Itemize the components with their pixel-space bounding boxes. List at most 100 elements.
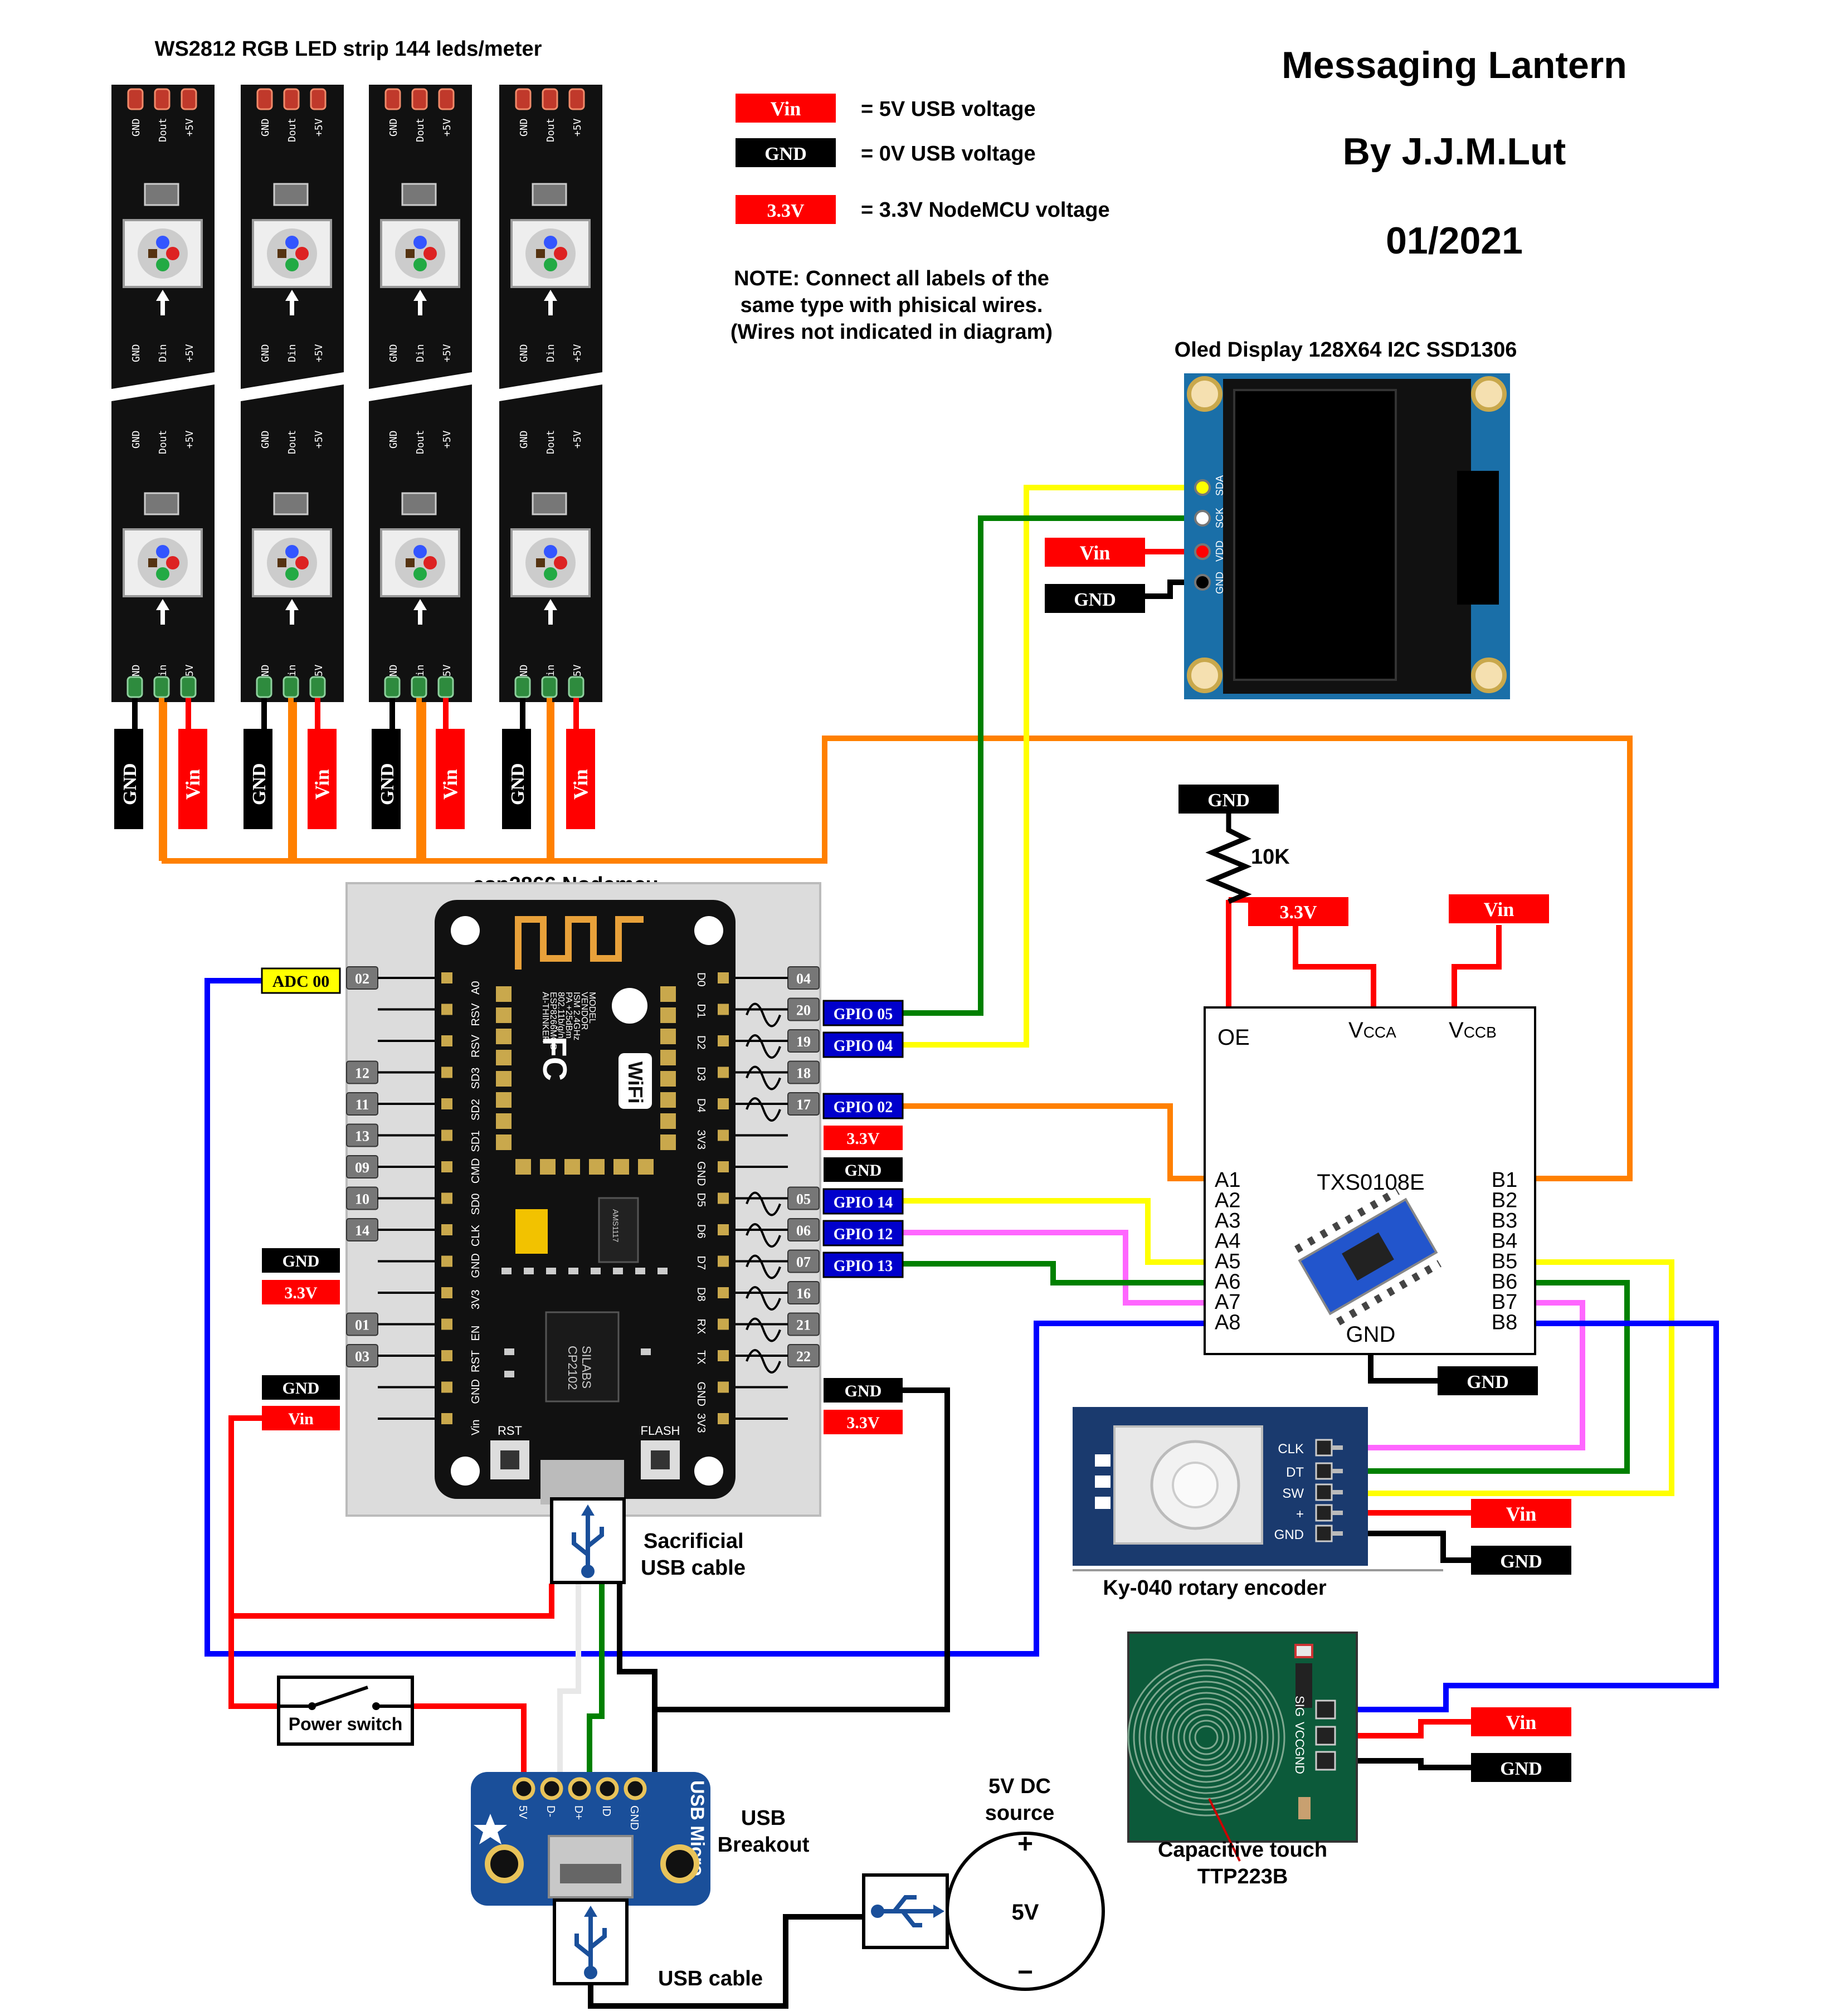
strip-led-lens [395,228,445,279]
power-caption-2: source [985,1801,1055,1825]
module-pad [660,1071,676,1087]
touch-ring [1177,1708,1235,1766]
board-label-left: RSV [470,1003,482,1026]
strip-led-die [536,558,545,567]
pin-squiggle [746,1065,781,1090]
oled-hole-tr [1471,376,1507,412]
board-label-right: D4 [695,1098,707,1113]
header-pin-right [718,1161,729,1172]
board-label-left: SD3 [470,1068,482,1089]
touch-pin-label: SIG [1293,1696,1307,1717]
board-label-right: D5 [695,1193,707,1207]
legend-vin-desc: = 5V USB voltage [861,98,1036,121]
header-pin-right [718,1035,729,1046]
strip-label-gnd: GND [518,430,530,449]
shifter-gnd-bottom-tag [1438,1366,1538,1395]
header-pin-right [718,1381,729,1393]
header-pin-left [441,1287,452,1298]
strip-led-green [544,567,557,581]
encoder-vin-text: Vin [1506,1503,1537,1525]
wire-shifter-gnd [1368,1351,1438,1384]
encoder-lug-1 [1095,1454,1111,1467]
touch-ring [1155,1686,1258,1789]
wire-b8-touch [1326,1321,1719,1712]
header-pin-left [441,1067,452,1078]
strip-label-gnd: GND [518,118,530,137]
shifter-33-text: 3.3V [1279,902,1317,923]
shifter-board-chip [1342,1232,1394,1281]
touch-ring [1172,1703,1241,1772]
pin-squiggle [746,1349,781,1374]
module-pad [660,1050,676,1065]
led-strip-caption: WS2812 RGB LED strip 144 leds/meter [155,37,542,61]
wire-usb-red [231,1584,554,1619]
strip-capacitor [144,183,179,206]
module-text-line: ISM 2.4GHz [572,992,581,1040]
power-source [946,1832,1105,1991]
note-line-1: NOTE: Connect all labels of the [734,267,1049,290]
shifter-board-image [1294,1187,1441,1326]
oled-pin-gnd-label: GND [1214,572,1225,594]
header-pin-right [718,1318,729,1330]
strip-top-pad [310,88,327,110]
board-label-right: 3V3 [695,1413,707,1433]
strip-vin-tag [436,729,465,829]
breakout-label-2: Breakout [718,1833,810,1857]
strip-label-5v: +5V [184,118,196,137]
wire-vccb [1452,925,1502,1007]
smd-component [641,1348,651,1355]
board-label-left: Vin [470,1419,482,1435]
encoder-vin-tag [1471,1499,1571,1528]
encoder-pin [1315,1525,1333,1542]
pin-squiggle [746,1223,781,1248]
gpio12-tag-text: GPIO 12 [834,1226,893,1243]
right-33-tag-2-text: 3.3V [846,1414,880,1432]
touch-pin [1315,1700,1336,1720]
encoder-pin-label: SW [1282,1486,1304,1501]
left-pin-number: 13 [355,1128,369,1145]
smd-component [504,1371,514,1377]
legend-gnd-tag: GND [764,144,807,164]
left-pin-number: 09 [355,1160,369,1176]
pin-squiggle [746,1286,781,1311]
breakout-label-1: USB [741,1806,786,1830]
right-33-tag-1-text: 3.3V [846,1129,880,1148]
strip-led-lens [267,228,317,279]
gpio13-tag-text: GPIO 13 [834,1258,893,1275]
strip-led-lens [525,538,576,588]
module-pad [496,1134,512,1150]
right-pin-number: 04 [796,971,811,987]
pin-squiggle [746,1191,781,1216]
wifi-logo-box [618,1053,652,1109]
encoder-caption: Ky-040 rotary encoder [1103,1576,1326,1600]
right-33-tag-1 [824,1126,903,1150]
oled-pin-vdd [1194,543,1211,560]
espressif-logo [612,988,647,1024]
module-pad [589,1159,605,1175]
module-pad [660,1134,676,1150]
strip-top-pad [542,88,558,110]
power-plus: + [1017,1829,1033,1859]
encoder-pin-label: DT [1286,1465,1304,1480]
shifter-pin-a: A4 [1215,1230,1240,1253]
module-pad [496,1050,512,1065]
gpio05-tag [822,1000,904,1026]
wire-gpio12-a7 [903,1230,1204,1306]
wire-usb-green [587,1584,605,1772]
usb-icon-2 [574,1906,607,1979]
strip-bottom-pad [283,676,299,698]
strip-label-gnd: GND [388,344,400,362]
strip-led-die [148,558,157,567]
encoder-pin [1315,1483,1333,1501]
pin-squiggle [746,1097,781,1122]
shifter-gnd-top-tag [1178,785,1279,814]
chip-label-1: SILABS [579,1346,593,1389]
pin-squiggle [746,1254,781,1279]
strip-led-blue [544,236,557,249]
left-pin-number: 02 [355,971,369,987]
chip-label-2: CP2102 [566,1346,579,1390]
